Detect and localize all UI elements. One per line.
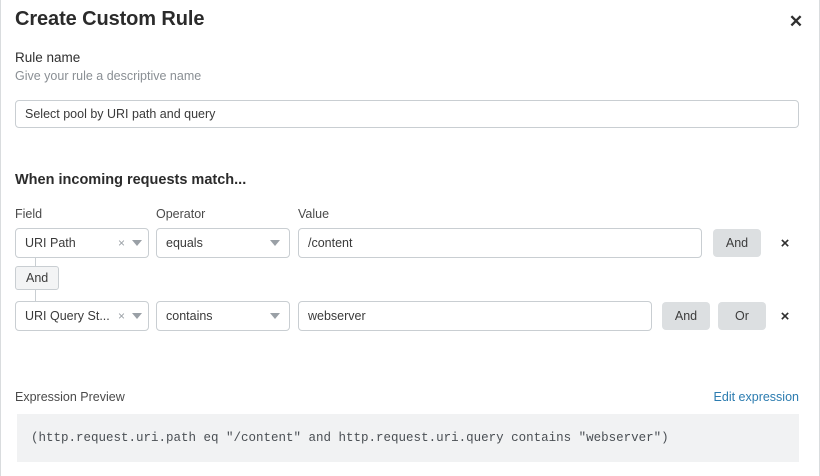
field-select-2[interactable]: URI Query St... × xyxy=(15,301,149,331)
field-select-1-value: URI Path xyxy=(25,236,76,250)
and-button-row2[interactable]: And xyxy=(662,302,710,330)
condition-connector: And xyxy=(15,258,135,302)
and-button-row1[interactable]: And xyxy=(713,229,761,257)
value-input-2[interactable]: webserver xyxy=(298,301,652,331)
dialog-title: Create Custom Rule xyxy=(15,8,205,30)
chevron-down-icon[interactable] xyxy=(132,313,142,319)
close-icon[interactable]: ✕ xyxy=(788,11,804,31)
expression-preview-box: (http.request.uri.path eq "/content" and… xyxy=(17,414,799,462)
rule-name-label: Rule name xyxy=(15,50,81,65)
operator-select-1[interactable]: equals xyxy=(156,228,290,258)
expression-preview-title: Expression Preview xyxy=(15,390,125,404)
expression-preview-header: Expression Preview Edit expression xyxy=(15,390,799,404)
delete-condition-icon-row1[interactable]: × xyxy=(780,234,790,252)
condition-row: URI Path × equals /content And × xyxy=(1,228,820,258)
rule-name-description: Give your rule a descriptive name xyxy=(15,69,202,83)
condition-column-labels: Field Operator Value xyxy=(1,207,820,223)
chevron-down-icon[interactable] xyxy=(270,240,280,246)
connector-and-chip[interactable]: And xyxy=(15,266,60,290)
clear-icon[interactable]: × xyxy=(117,309,125,323)
edit-expression-link[interactable]: Edit expression xyxy=(713,390,799,404)
column-label-field: Field xyxy=(15,207,43,221)
condition-row: URI Query St... × contains webserver And… xyxy=(1,301,820,331)
rule-name-section: Rule name Give your rule a descriptive n… xyxy=(15,50,799,83)
operator-select-2[interactable]: contains xyxy=(156,301,290,331)
field-select-2-value: URI Query St... xyxy=(25,309,110,323)
expression-preview-code: (http.request.uri.path eq "/content" and… xyxy=(31,431,669,445)
column-label-value: Value xyxy=(298,207,330,221)
chevron-down-icon[interactable] xyxy=(270,313,280,319)
chevron-down-icon[interactable] xyxy=(132,240,142,246)
conditions-heading: When incoming requests match... xyxy=(15,172,247,188)
rule-name-input[interactable]: Select pool by URI path and query xyxy=(15,100,799,128)
or-button-row2[interactable]: Or xyxy=(718,302,766,330)
value-input-1[interactable]: /content xyxy=(298,228,702,258)
delete-condition-icon-row2[interactable]: × xyxy=(780,307,790,325)
field-select-1[interactable]: URI Path × xyxy=(15,228,149,258)
operator-select-1-value: equals xyxy=(166,236,203,250)
clear-icon[interactable]: × xyxy=(117,236,125,250)
column-label-operator: Operator xyxy=(156,207,206,221)
operator-select-2-value: contains xyxy=(166,309,213,323)
